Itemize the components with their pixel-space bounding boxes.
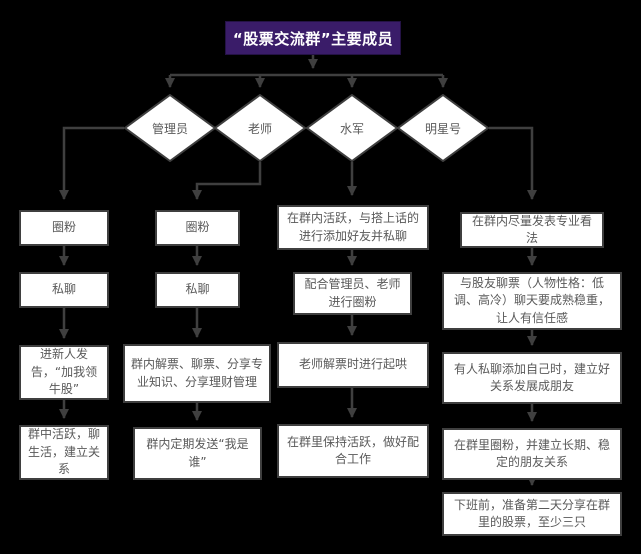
node-star-step-4: 在群里圈粉，并建立长期、稳定的朋友关系: [442, 428, 622, 480]
diamond-shape: [214, 94, 306, 162]
diamond-star-label: 明星号: [424, 121, 461, 136]
node-star-step-1: 在群内尽量发表专业看法: [460, 212, 604, 248]
node-teacher-step-4: 群内定期发送“我是谁”: [133, 427, 262, 480]
node-teacher-step-3: 群内解票、聊票、分享专业知识、分享理财管理: [123, 344, 271, 403]
connector-star-to-col: [489, 126, 537, 200]
node-teacher-step-2: 私聊: [155, 272, 240, 308]
diamond-shape: [306, 94, 398, 162]
node-admin-step-3: 进新人发告，“加我领牛股”: [19, 345, 109, 400]
node-admin-step-1: 圈粉: [19, 210, 109, 246]
connector-teacher-to-col: [192, 162, 262, 200]
node-star-step-3: 有人私聊添加自己时，建立好关系发展成朋友: [442, 352, 622, 404]
node-admin-step-4: 群中活跃，聊生活，建立关系: [19, 425, 109, 480]
diamond-shape: [124, 94, 216, 162]
node-shill-step-3: 老师解票时进行起哄: [277, 342, 429, 388]
node-shill-step-4: 在群里保持活跃，做好配合工作: [277, 424, 429, 478]
diamond-teacher-label: 老师: [247, 121, 272, 136]
diamond-admin-label: 管理员: [151, 121, 188, 136]
diamond-shill-label: 水军: [339, 121, 364, 136]
diamond-teacher: 老师: [214, 94, 306, 162]
diamond-shill: 水军: [306, 94, 398, 162]
diamond-shape: [397, 94, 489, 162]
node-shill-step-1: 在群内活跃，与搭上话的进行添加好友并私聊: [277, 205, 429, 250]
connector-admin-to-col: [59, 126, 124, 200]
node-shill-step-2: 配合管理员、老师进行圈粉: [293, 272, 412, 315]
diamond-star: 明星号: [397, 94, 489, 162]
node-star-step-2: 与股友聊票（人物性格：低调、高冷）聊天要成熟稳重，让人有信任感: [442, 272, 622, 330]
diamond-admin: 管理员: [124, 94, 216, 162]
node-star-step-5: 下班前，准备第二天分享在群里的股票，至少三只: [442, 492, 622, 536]
node-teacher-step-1: 圈粉: [155, 210, 240, 246]
node-admin-step-2: 私聊: [19, 272, 109, 308]
chart-title: “股票交流群”主要成员: [225, 21, 401, 55]
